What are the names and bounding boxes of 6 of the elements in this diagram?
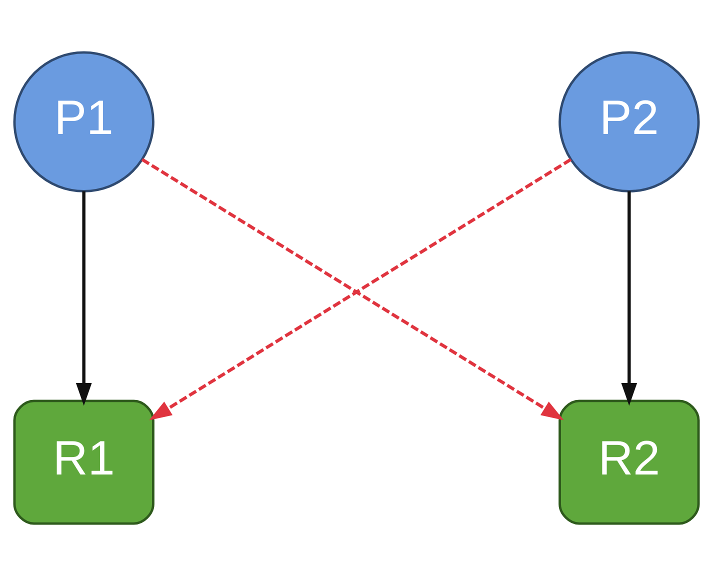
node-circle: P1 [13,51,154,192]
arrow [621,191,638,406]
node-box: R2 [558,400,700,525]
node-circle: P2 [558,51,700,192]
arrow [76,191,92,406]
node-box: R1 [13,400,154,525]
